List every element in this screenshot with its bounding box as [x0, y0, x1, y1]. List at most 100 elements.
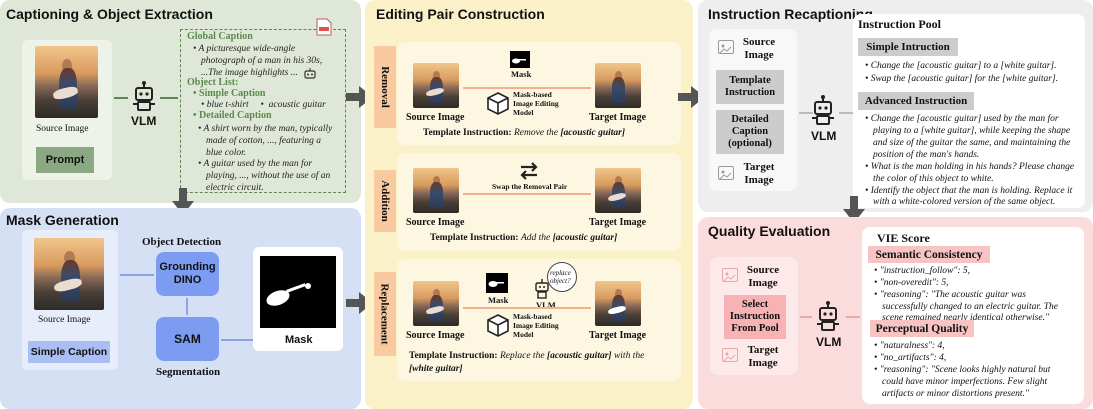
addition-source-image [413, 168, 459, 213]
quality-source-image-icon [722, 268, 738, 282]
segmentation-label: Segmentation [156, 366, 221, 378]
mask-arrow-1 [120, 274, 154, 276]
recap-target-image-icon [718, 166, 734, 180]
detailed-caption-1-line-2: made of cotton, ..., featuring a [206, 136, 322, 146]
advanced-1-line-2: playing to a [white guitar], while keepi… [873, 126, 1071, 136]
semantic-line-1: • "instruction_follow": 5, [874, 266, 971, 276]
replacement-instruction-line-1: Template Instruction: Replace the [acous… [409, 351, 644, 361]
captioning-vlm-label: VLM [131, 114, 157, 128]
mask-arrow-2 [186, 298, 188, 315]
perceptual-quality-heading: Perceptual Quality [870, 320, 974, 337]
recap-robot-icon [809, 94, 837, 126]
mask-result-label: Mask [285, 334, 313, 346]
detailed-caption-2-line-1: • A guitar used by the man for [198, 159, 313, 169]
simple-instruction-heading: Simple Intruction [858, 38, 958, 56]
grounding-dino-button[interactable]: Grounding DINO [156, 252, 219, 296]
addition-tag: Addition [374, 170, 396, 232]
quality-target-label: Target Image [747, 344, 779, 369]
detailed-caption-heading: • Detailed Caption [193, 110, 272, 121]
addition-instruction: Template Instruction: Add the [acoustic … [430, 233, 617, 243]
recap-vlm-label: VLM [811, 129, 837, 143]
simple-caption-heading: • Simple Caption [193, 88, 266, 99]
sam-button[interactable]: SAM [156, 317, 219, 361]
prompt-button[interactable]: Prompt [36, 147, 94, 173]
perceptual-line-4: could have minor imperfections. Few slig… [882, 377, 1048, 387]
editing-panel-title: Editing Pair Construction [376, 6, 545, 22]
replacement-mask-label: Mask [488, 295, 509, 305]
swap-label: Swap the Removal Pair [492, 182, 568, 191]
document-icon [316, 18, 332, 36]
replacement-arrow [463, 307, 591, 309]
mask-arrow-3 [221, 339, 253, 341]
advanced-3-line-1: • Identify the object that the man is ho… [865, 186, 1073, 196]
mask-source-label: Source Image [38, 315, 91, 325]
advanced-instruction-heading: Advanced Instruction [858, 92, 974, 110]
replacement-source-label: Source Image [406, 330, 465, 341]
removal-tag: Removal [374, 46, 396, 128]
captioning-source-image [35, 46, 98, 118]
addition-instr-bold: [acoustic guitar] [552, 233, 618, 243]
replace-instr-prefix: Template Instruction: [409, 351, 498, 361]
replacement-tag-text: Replacement [379, 283, 391, 345]
robot-icon [130, 80, 158, 112]
select-instruction-button[interactable]: Select Instruction From Pool [724, 295, 786, 339]
recap-panel-title: Instruction Recaptioning [708, 6, 873, 22]
replacement-cube-icon [486, 313, 510, 337]
quality-panel-title: Quality Evaluation [708, 223, 831, 239]
instruction-pool-title: Instruction Pool [858, 17, 942, 31]
addition-target-image [595, 168, 641, 213]
bubble-text: replace object? [550, 269, 571, 285]
replace-instr-italic: Replace the [499, 351, 545, 361]
thought-bubble [547, 262, 577, 292]
replace-instr-bold-1: [acoustic guitar] [546, 351, 612, 361]
removal-instruction: Template Instruction: Remove the [acoust… [423, 128, 625, 138]
recap-source-label: Source Image [742, 36, 776, 61]
removal-instr-prefix: Template Instruction: [423, 128, 512, 138]
perceptual-line-1: • "naturalness": 4, [874, 341, 945, 351]
simple-instruction-1: • Change the [acoustic guitar] to a [whi… [865, 61, 1057, 71]
detailed-caption-2-line-2: playing, ..., without the use of an [206, 171, 331, 181]
addition-source-label: Source Image [406, 217, 465, 228]
mask-panel-title: Mask Generation [6, 212, 119, 228]
detailed-caption-1-line-1: • A shirt worn by the man, typically [198, 124, 333, 134]
quality-source-label: Source Image [746, 264, 780, 289]
mask-result-image [260, 256, 336, 328]
advanced-2-line-1: • What is the man holding in his hands? … [865, 162, 1075, 172]
replacement-tag: Replacement [374, 272, 396, 356]
template-instruction-box: Template Instruction [716, 70, 784, 104]
simple-caption-button[interactable]: Simple Caption [28, 341, 110, 363]
addition-instr-italic: Add the [520, 233, 551, 243]
semantic-line-4: successfully changed to an electric guit… [882, 302, 1058, 312]
removal-cube-icon [486, 91, 510, 115]
quality-vlm-label: VLM [816, 335, 842, 349]
removal-instr-bold: [acoustic guitar] [560, 128, 626, 138]
quality-arrow-2 [846, 316, 860, 318]
removal-tag-text: Removal [379, 66, 392, 108]
global-caption-line-2: photograph of a man in his 30s, [201, 56, 323, 66]
recap-target-label: Target Image [743, 161, 775, 186]
global-caption-line-1: • A picturesque wide-angle [193, 44, 296, 54]
removal-mask-label: Mask [511, 69, 532, 79]
removal-arrow [463, 87, 591, 89]
object-list-heading: Object List: [187, 77, 239, 88]
global-caption-line-3: ...The image highlights ... [201, 68, 298, 78]
captioning-arrow-2 [160, 97, 178, 99]
replace-instr-mid: with the [613, 351, 645, 361]
detailed-caption-box: Detailed Caption (optional) [716, 110, 784, 154]
semantic-line-3: • "reasoning": "The acoustic guitar was [874, 290, 1026, 300]
perceptual-line-3: • "reasoning": "Scene looks highly natur… [874, 365, 1051, 375]
semantic-line-5: scene remained nearly identical otherwis… [882, 313, 1049, 323]
replacement-robot-icon [534, 279, 550, 299]
perceptual-line-2: • "no_artifacts": 4, [874, 353, 947, 363]
addition-tag-text: Addition [379, 180, 392, 222]
mini-robot-icon [303, 68, 317, 82]
advanced-1-line-1: • Change the [acoustic guitar] used by t… [865, 114, 1059, 124]
vie-score-title: VIE Score [877, 231, 930, 245]
replacement-mask-thumb [486, 273, 508, 293]
addition-instr-prefix: Template Instruction: [430, 233, 519, 243]
advanced-2-line-2: the color of this object to white. [873, 174, 994, 184]
removal-instr-italic: Remove the [513, 128, 559, 138]
advanced-3-line-2: with a white-colored version of the same… [873, 197, 1056, 207]
removal-source-image [413, 63, 459, 108]
detailed-caption-2-line-3: electric circuit. [206, 183, 264, 193]
